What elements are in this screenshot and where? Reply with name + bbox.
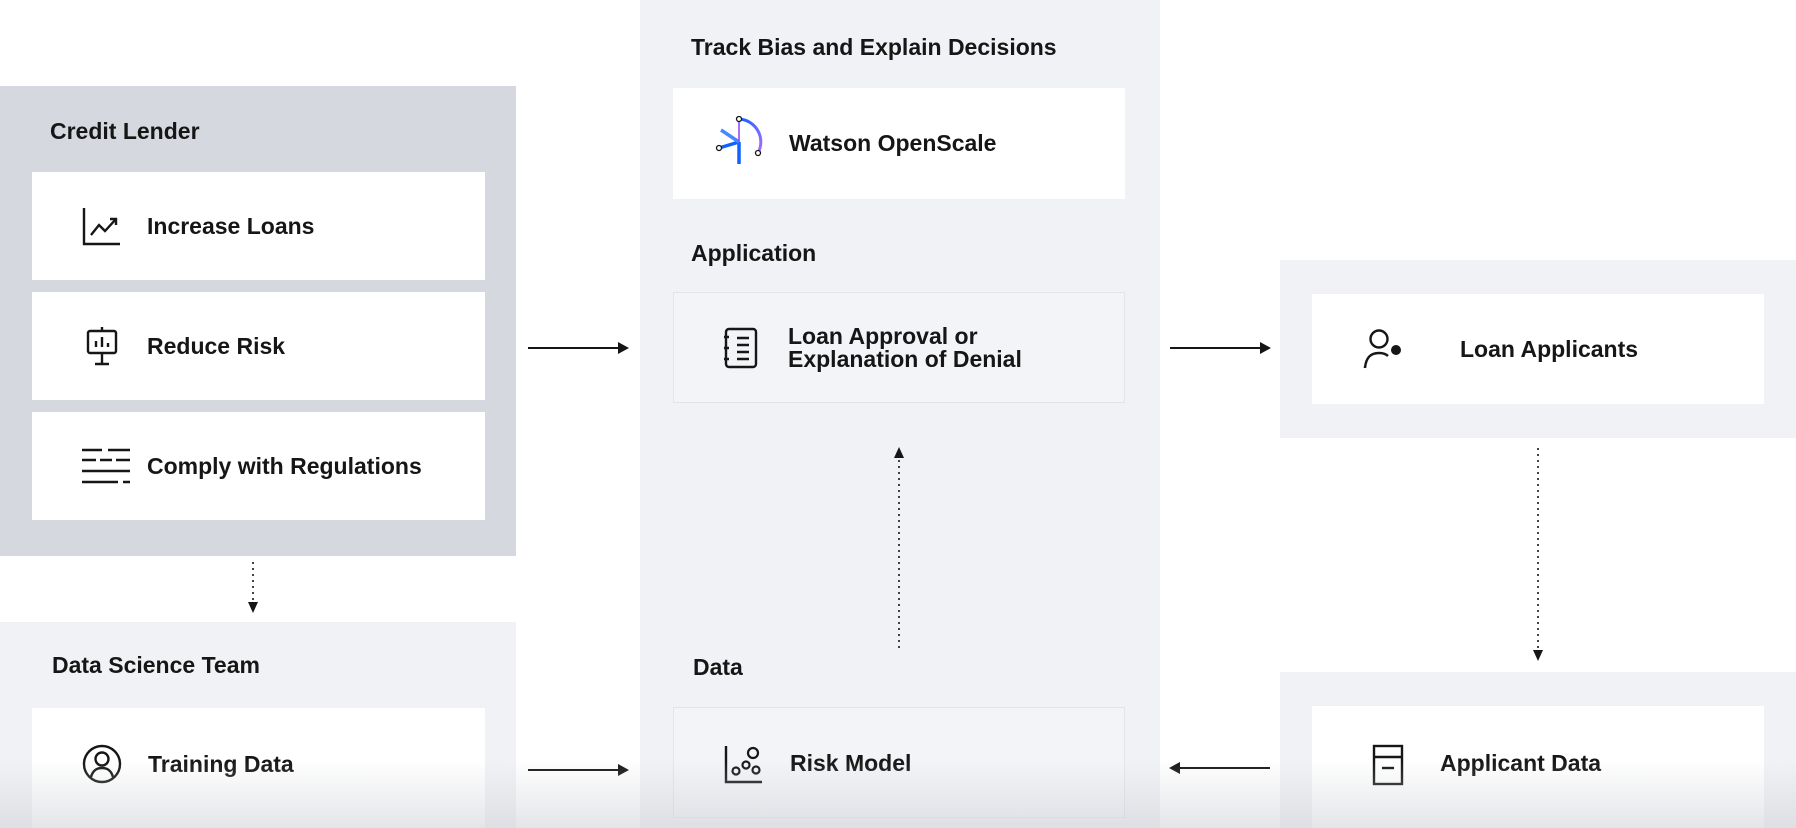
training-data-card[interactable]: Training Data xyxy=(32,708,485,828)
loan-approval-line1: Loan Approval or xyxy=(788,323,978,349)
loan-applicants-label: Loan Applicants xyxy=(1460,336,1639,362)
risk-model-label: Risk Model xyxy=(790,750,912,776)
arrow-application-to-applicants xyxy=(1170,342,1271,354)
loan-applicants-panel: Loan Applicants xyxy=(1280,260,1796,438)
training-data-label: Training Data xyxy=(148,751,294,777)
arrow-applicant-data-to-risk-model xyxy=(1169,762,1270,774)
dotted-arrow-lender-to-datascience xyxy=(248,562,258,613)
loan-approval-line2: Explanation of Denial xyxy=(788,346,1022,372)
arrow-training-to-risk-model xyxy=(528,764,629,776)
loan-approval-card[interactable]: Loan Approval or Explanation of Denial xyxy=(673,292,1125,403)
reduce-risk-card[interactable]: Reduce Risk xyxy=(32,292,485,400)
center-column-panel: Track Bias and Explain Decisions xyxy=(640,0,1160,828)
chart-line-icon xyxy=(82,206,122,246)
loan-applicants-card[interactable]: Loan Applicants xyxy=(1312,294,1764,404)
comply-regulations-label: Comply with Regulations xyxy=(147,453,422,479)
watson-openscale-card[interactable]: Watson OpenScale xyxy=(673,88,1125,199)
document-list-icon xyxy=(724,327,758,369)
applicant-data-label: Applicant Data xyxy=(1440,750,1602,776)
reduce-risk-label: Reduce Risk xyxy=(147,333,286,359)
user-avatar-icon xyxy=(82,744,122,784)
applicant-data-card[interactable]: Applicant Data xyxy=(1312,706,1764,828)
track-bias-title: Track Bias and Explain Decisions xyxy=(691,34,1057,60)
data-science-team-panel: Data Science Team Training Data xyxy=(0,622,516,828)
user-status-icon xyxy=(1362,328,1404,370)
dotted-arrow-risk-to-application xyxy=(894,447,904,648)
increase-loans-label: Increase Loans xyxy=(147,213,315,239)
text-lines-icon xyxy=(82,446,130,486)
comply-regulations-card[interactable]: Comply with Regulations xyxy=(32,412,485,520)
credit-lender-title: Credit Lender xyxy=(50,118,200,144)
arrow-lender-to-application xyxy=(528,342,629,354)
risk-model-card[interactable]: Risk Model xyxy=(673,707,1125,818)
application-title: Application xyxy=(691,240,817,266)
scatter-plot-icon xyxy=(724,744,764,784)
data-title: Data xyxy=(693,654,743,680)
applicant-data-panel: Applicant Data xyxy=(1280,672,1796,828)
server-data-icon xyxy=(1372,744,1404,786)
presentation-board-icon xyxy=(82,326,122,366)
data-science-team-title: Data Science Team xyxy=(52,652,260,678)
watson-openscale-label: Watson OpenScale xyxy=(789,130,997,156)
increase-loans-card[interactable]: Increase Loans xyxy=(32,172,485,280)
credit-lender-panel: Credit Lender Increase Loans Reduce Risk xyxy=(0,86,516,556)
watson-openscale-logo-icon xyxy=(713,116,765,168)
dotted-arrow-applicants-to-data xyxy=(1533,448,1543,661)
